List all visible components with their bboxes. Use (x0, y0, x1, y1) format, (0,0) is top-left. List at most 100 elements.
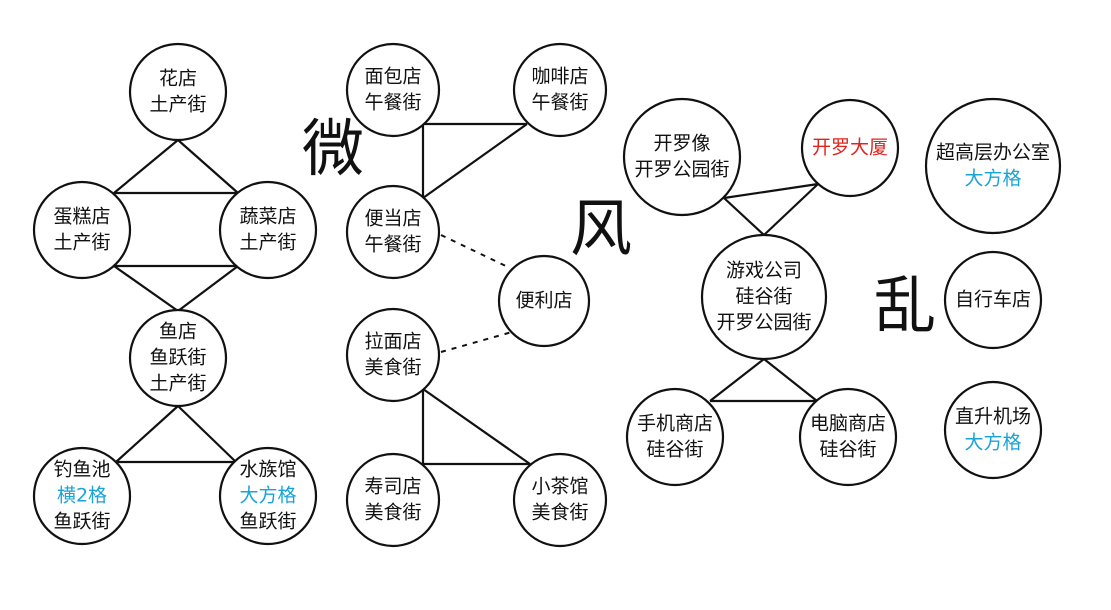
node-label: 手机商店 (637, 413, 713, 435)
node-label: 便当店 (364, 208, 421, 230)
node-label: 钓鱼池 (53, 459, 110, 481)
node-circle (128, 308, 228, 408)
node-label: 鱼跃街 (53, 511, 110, 533)
node-label: 水族馆 (239, 459, 296, 481)
node-label: 鱼跃街 (149, 347, 206, 369)
section-label-wei: 微 (302, 112, 364, 185)
node-circle (32, 180, 132, 280)
edge-4 (113, 265, 179, 312)
node-label: 游戏公司 (726, 260, 802, 282)
node-circle (497, 254, 591, 348)
node-label: 开罗像 (653, 133, 710, 155)
node-label: 土产街 (149, 373, 206, 395)
node-conv: 便利店 (497, 254, 591, 348)
node-circle (345, 452, 441, 548)
node-circle (625, 387, 725, 487)
edges-layer (113, 122, 819, 466)
node-label: 鱼跃街 (239, 511, 296, 533)
edge-1 (177, 139, 239, 194)
node-circle (218, 180, 318, 280)
dashed-edge-21 (440, 234, 511, 269)
node-label: 花店 (159, 68, 197, 90)
edge-11 (422, 123, 528, 199)
node-label: 面包店 (364, 66, 421, 88)
node-label: 硅谷街 (819, 439, 876, 461)
node-label: 午餐街 (364, 92, 421, 114)
node-circle (943, 380, 1043, 480)
section-label-luan: 乱 (874, 269, 936, 342)
node-bike: 自行车店 (943, 250, 1043, 350)
node-label: 硅谷街 (646, 439, 703, 461)
edge-17 (763, 183, 819, 236)
node-label: 小茶馆 (531, 476, 588, 498)
node-circle (800, 98, 900, 198)
edge-0 (113, 139, 179, 194)
node-circle (32, 446, 132, 546)
node-label: 蔬菜店 (239, 206, 296, 228)
node-circle (512, 452, 608, 548)
node-circle (622, 97, 742, 217)
edge-18 (709, 358, 765, 402)
node-label: 直升机场 (955, 406, 1031, 428)
edge-13 (422, 388, 531, 465)
node-label: 鱼店 (159, 321, 197, 343)
node-label: 大方格 (964, 168, 1021, 190)
edge-19 (763, 358, 818, 402)
edge-5 (177, 265, 239, 312)
node-circle (943, 250, 1043, 350)
node-tower: 开罗大厦 (800, 98, 900, 198)
dashed-edge-22 (440, 331, 513, 353)
node-label: 土产街 (53, 232, 110, 254)
node-label: 开罗大厦 (812, 137, 888, 159)
node-label: 自行车店 (955, 289, 1031, 311)
node-circle (700, 233, 828, 361)
node-label: 土产街 (239, 232, 296, 254)
node-circle (924, 97, 1062, 235)
node-label: 大方格 (239, 485, 296, 507)
section-labels: 微风乱 (302, 112, 936, 342)
edge-7 (177, 405, 237, 463)
nodes-layer: 花店土产街蛋糕店土产街蔬菜店土产街鱼店鱼跃街土产街钓鱼池横2格鱼跃街水族馆大方格… (32, 42, 1062, 548)
edge-6 (115, 405, 179, 463)
node-circle (345, 307, 441, 403)
node-label: 开罗公园街 (634, 159, 729, 181)
node-circle (798, 387, 898, 487)
node-label: 寿司店 (364, 476, 421, 498)
node-label: 大方格 (964, 432, 1021, 454)
node-label: 美食街 (364, 502, 421, 524)
node-circle (345, 184, 441, 280)
node-label: 超高层办公室 (936, 142, 1050, 164)
node-label: 拉面店 (364, 331, 421, 353)
node-label: 电脑商店 (810, 413, 886, 435)
node-label: 开罗公园街 (716, 312, 811, 334)
node-circle (512, 42, 608, 138)
node-circle (218, 446, 318, 546)
node-label: 咖啡店 (531, 66, 588, 88)
section-label-feng: 风 (570, 192, 632, 265)
node-label: 蛋糕店 (53, 206, 110, 228)
node-label: 午餐街 (531, 92, 588, 114)
edge-16 (723, 197, 765, 236)
node-label: 硅谷街 (735, 286, 792, 308)
node-label: 便利店 (515, 290, 572, 312)
node-circle (128, 42, 228, 142)
edge-15 (723, 182, 819, 200)
node-label: 土产街 (149, 94, 206, 116)
